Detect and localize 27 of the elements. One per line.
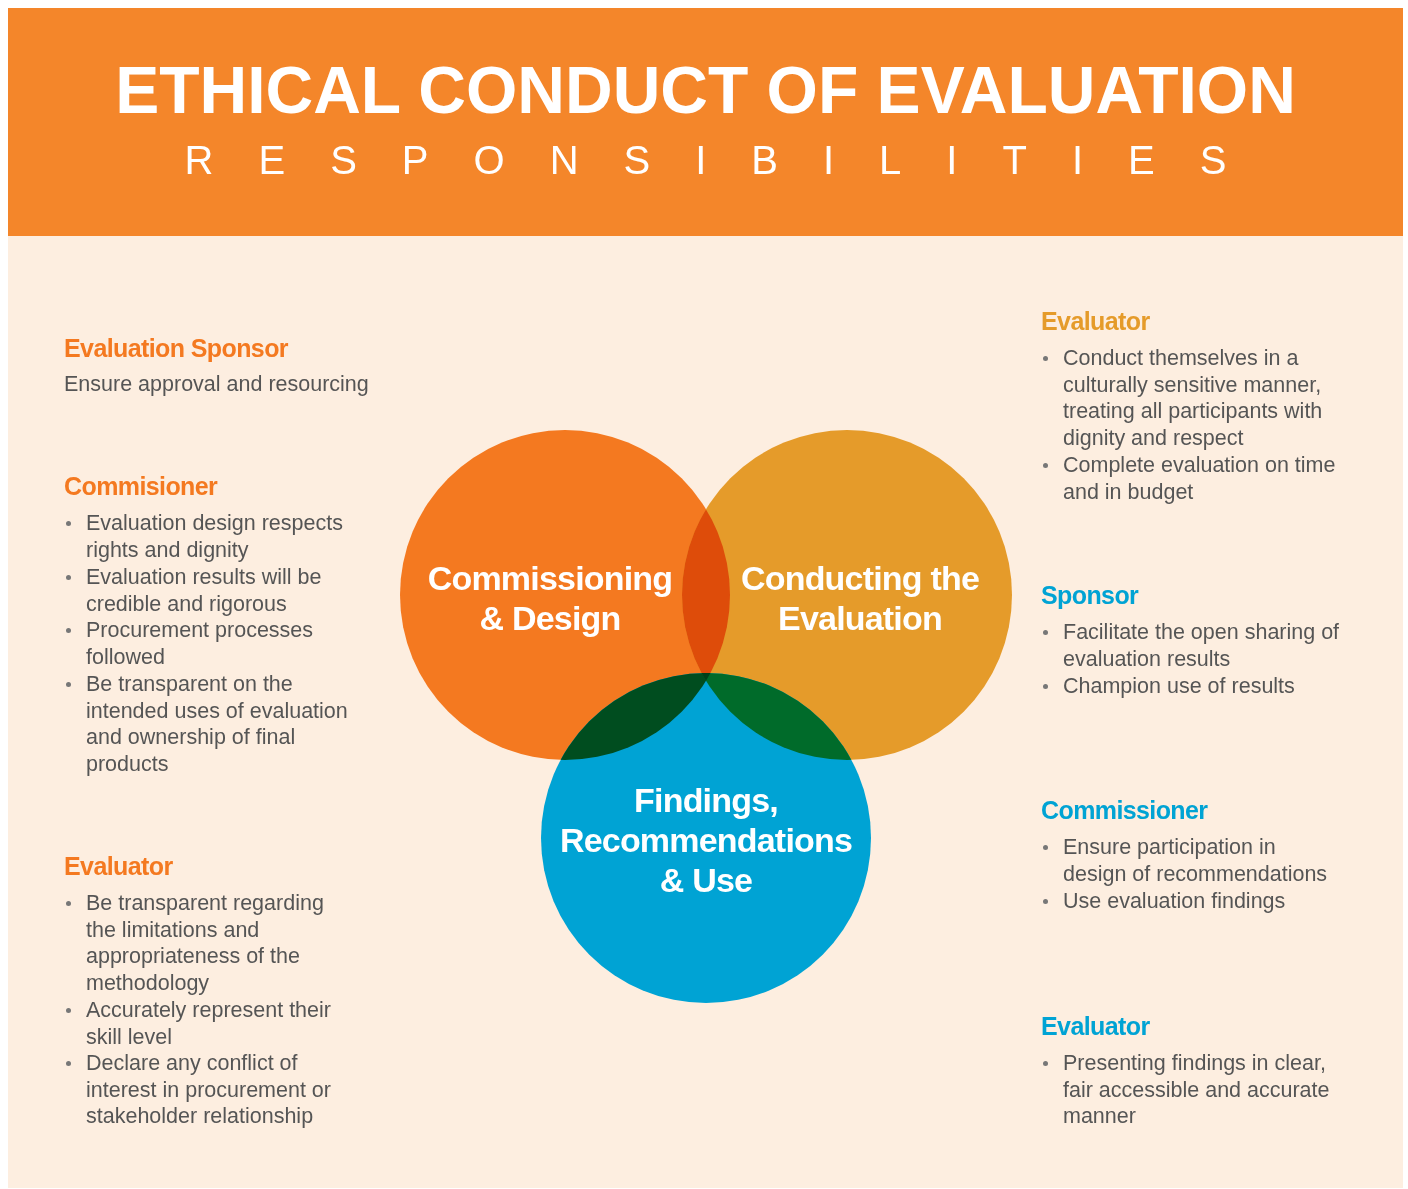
circle-label: Conducting the Evaluation [739, 558, 981, 638]
bullet-text: Conduct themselves in a culturally sensitive manner, treating all participants with dignity and respect [1063, 345, 1324, 452]
section-heading: Evaluator [64, 851, 173, 881]
bullet-text: Procurement processes followed [86, 617, 315, 671]
section-heading: Evaluator [1041, 1011, 1150, 1041]
bullet-text: Presenting findings in clear, fair accessible and accurate manner [1063, 1050, 1331, 1131]
bullet-text: Evaluation design respects rights and dignity [86, 510, 344, 564]
bullet-text: Champion use of results [1063, 673, 1296, 700]
section-heading: Commisioner [64, 471, 218, 501]
bullet-text: Evaluation results will be credible and rigorous [86, 564, 323, 618]
subtitle: RESPONSIBILITIES [183, 137, 1273, 184]
title: ETHICAL CONDUCT OF EVALUATION [114, 52, 1297, 128]
section-heading: Commissioner [1041, 795, 1208, 825]
bullet-text: Declare any conflict of interest in procurement or stakeholder relationship [86, 1050, 332, 1131]
bullet-text: Be transparent regarding the limitations and appropriateness of the methodology [86, 890, 325, 997]
bullet-text: Accurately represent their skill level [86, 997, 332, 1051]
bullet-text: Ensure participation in design of recommendations [1063, 834, 1329, 888]
body-text: Ensure approval and resourcing [64, 371, 370, 398]
section-heading: Evaluator [1041, 306, 1150, 336]
circle-label: Commissioning & Design [426, 558, 674, 638]
section-heading: Evaluation Sponsor [64, 333, 288, 363]
circle-label: Findings, Recommendations & Use [558, 780, 854, 900]
bullet-text: Use evaluation findings [1063, 888, 1287, 915]
section-heading: Sponsor [1041, 580, 1139, 610]
bullet-text: Complete evaluation on time and in budget [1063, 452, 1337, 506]
bullet-text: Facilitate the open sharing of evaluation results [1063, 619, 1341, 673]
bullet-text: Be transparent on the intended uses of evaluation and ownership of final products [86, 671, 348, 778]
